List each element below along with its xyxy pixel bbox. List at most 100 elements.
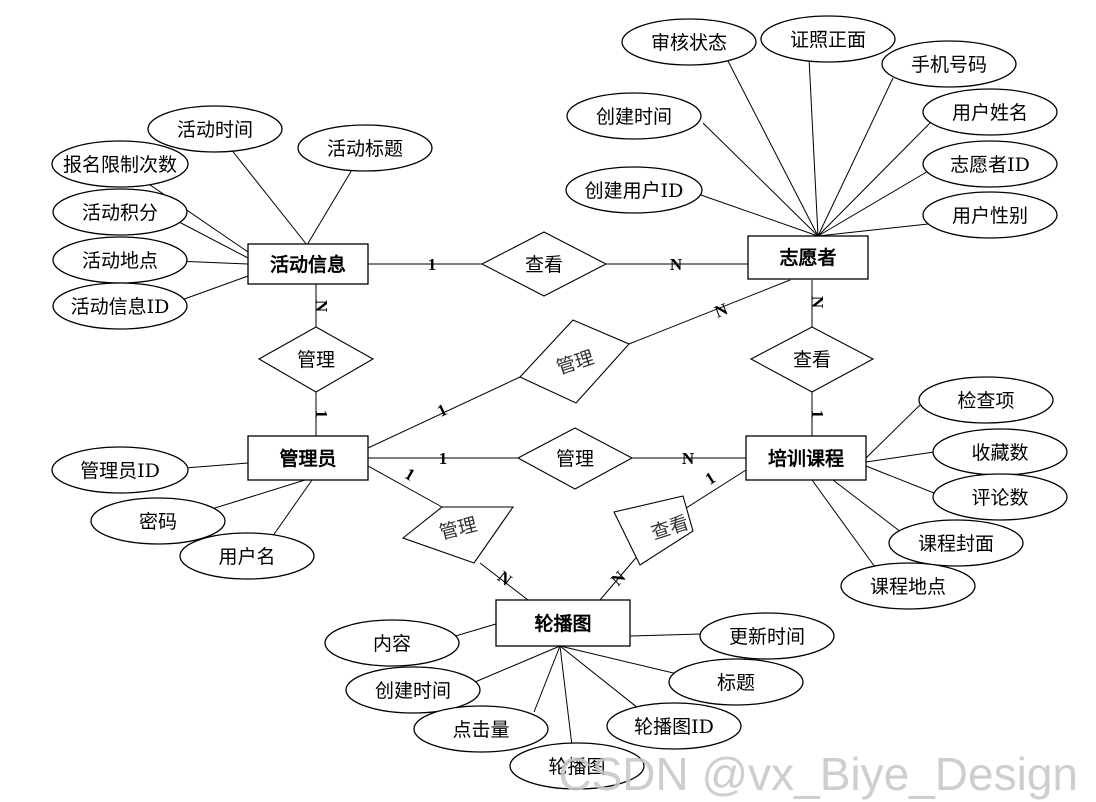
attribute-check-item: 检查项	[918, 376, 1054, 424]
relationship-view-course: 查看	[749, 326, 875, 393]
svg-text:活动信息ID: 活动信息ID	[71, 296, 170, 318]
attribute-create-user-id: 创建用户ID	[565, 166, 703, 214]
svg-text:志愿者ID: 志愿者ID	[950, 154, 1030, 176]
svg-text:培训课程: 培训课程	[768, 447, 844, 470]
svg-text:轮播图ID: 轮播图ID	[634, 716, 714, 738]
svg-text:标题: 标题	[717, 672, 755, 694]
line-click-count	[533, 645, 561, 713]
svg-text:活动信息: 活动信息	[270, 253, 346, 276]
attribute-admin-id: 管理员ID	[51, 446, 189, 494]
relationship-manage-course: 管理	[516, 427, 634, 490]
relationship-manage-activity: 管理	[257, 326, 375, 393]
svg-text:用户姓名: 用户姓名	[952, 102, 1028, 124]
svg-text:管理员: 管理员	[279, 447, 336, 470]
svg-text:活动时间: 活动时间	[177, 119, 253, 141]
cardinality-volunteer-view-course: N	[808, 296, 827, 309]
line-manage-volunteer	[628, 279, 791, 345]
line-id-front	[808, 57, 819, 237]
svg-text:评论数: 评论数	[971, 487, 1028, 509]
attribute-phone-number: 手机号码	[881, 40, 1017, 88]
svg-text:证照正面: 证照正面	[790, 29, 866, 51]
svg-text:轮播图: 轮播图	[548, 756, 605, 778]
attribute-carousel-image: 轮播图	[509, 742, 645, 790]
line-manage-carousel	[479, 562, 529, 601]
svg-text:收藏数: 收藏数	[971, 442, 1028, 464]
svg-text:志愿者: 志愿者	[779, 246, 836, 269]
line-phone	[817, 77, 894, 237]
relationship-view-activity: 查看	[480, 231, 608, 297]
svg-text:用户名: 用户名	[218, 546, 275, 568]
cardinality-admin-manage-activity: 1	[312, 410, 331, 419]
attribute-activity-location: 活动地点	[52, 236, 188, 284]
cardinality-course-view: 1	[808, 410, 827, 419]
line-volunteer-id	[817, 169, 931, 237]
attribute-create-time: 创建时间	[566, 92, 702, 140]
line-title	[559, 645, 687, 677]
line-check-item	[865, 400, 925, 459]
attribute-signup-limit: 报名限制次数	[51, 140, 189, 188]
attribute-update-time: 更新时间	[699, 612, 835, 660]
attribute-click-count: 点击量	[413, 705, 549, 753]
attribute-user-gender: 用户性别	[922, 191, 1058, 239]
attribute-title: 标题	[668, 658, 804, 706]
svg-text:审核状态: 审核状态	[651, 32, 727, 54]
svg-text:查看: 查看	[793, 349, 831, 371]
cardinalities: 1 N N 1 N 1 1 N 1 N 1 N 1 N	[312, 255, 827, 590]
cardinality-admin-manage-carousel: 1	[401, 464, 418, 485]
attribute-content: 内容	[324, 619, 460, 667]
svg-text:点击量: 点击量	[452, 719, 509, 741]
attributes: 活动时间 活动标题 报名限制次数 活动积分 活动地点 活动信息ID 审核状态	[51, 15, 1068, 790]
svg-text:创建用户ID: 创建用户ID	[585, 180, 684, 202]
line-admin-manage-volunteer	[367, 376, 521, 449]
cardinality-carousel-viewed: N	[607, 567, 630, 590]
svg-text:内容: 内容	[373, 633, 411, 655]
svg-text:密码: 密码	[139, 511, 177, 533]
cardinality-activity-view: 1	[428, 255, 437, 274]
cardinality-volunteer-managed: N	[712, 299, 731, 321]
svg-text:手机号码: 手机号码	[911, 54, 987, 76]
attribute-activity-points: 活动积分	[52, 188, 188, 236]
cardinality-admin-manage-course: 1	[439, 449, 448, 468]
attribute-activity-title: 活动标题	[297, 124, 433, 172]
entity-admin: 管理员	[247, 435, 369, 481]
svg-text:活动积分: 活动积分	[82, 202, 158, 224]
entity-training-course: 培训课程	[745, 435, 867, 481]
svg-text:检查项: 检查项	[957, 390, 1014, 412]
svg-text:管理: 管理	[297, 349, 335, 371]
cardinality-course-manage: N	[682, 449, 695, 468]
line-course-cover	[832, 479, 911, 540]
attribute-carousel-create-time: 创建时间	[345, 666, 481, 714]
line-course-location	[811, 479, 876, 568]
attribute-username: 用户名	[179, 532, 315, 580]
line-user-name	[817, 122, 931, 237]
entity-carousel: 轮播图	[495, 599, 631, 647]
attribute-activity-time: 活动时间	[147, 105, 283, 153]
cardinality-course-view-carousel: 1	[702, 468, 719, 489]
line-carousel-image	[559, 645, 573, 747]
svg-text:课程地点: 课程地点	[870, 576, 946, 598]
watermark: CSDN @vx_Biye_Design	[558, 748, 1078, 800]
relationship-manage-carousel: 管理	[401, 506, 515, 564]
cardinality-carousel-managed: N	[494, 567, 516, 590]
svg-text:查看: 查看	[525, 254, 563, 276]
line-view-carousel	[599, 552, 641, 601]
line-course-view-carousel	[682, 469, 747, 511]
svg-text:创建时间: 创建时间	[596, 106, 672, 128]
relationships: 查看 管理 查看 管理 管理 管理 查看	[257, 231, 875, 566]
line-content	[451, 623, 497, 638]
line-create-user-id	[697, 193, 819, 237]
entity-activity-info: 活动信息	[247, 243, 369, 285]
line-comments	[865, 465, 935, 494]
attribute-course-cover: 课程封面	[888, 519, 1024, 567]
svg-text:活动标题: 活动标题	[327, 138, 403, 160]
entities: 活动信息 志愿者 管理员 培训课程 轮播图	[247, 235, 869, 647]
svg-text:创建时间: 创建时间	[375, 680, 451, 702]
line-admin-manage-carousel	[367, 465, 443, 508]
line-username	[269, 479, 313, 541]
attribute-course-location: 课程地点	[840, 562, 976, 610]
svg-text:管理员ID: 管理员ID	[80, 460, 160, 482]
line-create-time	[702, 122, 819, 237]
cardinality-activity-manage: N	[312, 300, 331, 313]
attribute-user-name: 用户姓名	[922, 88, 1058, 136]
